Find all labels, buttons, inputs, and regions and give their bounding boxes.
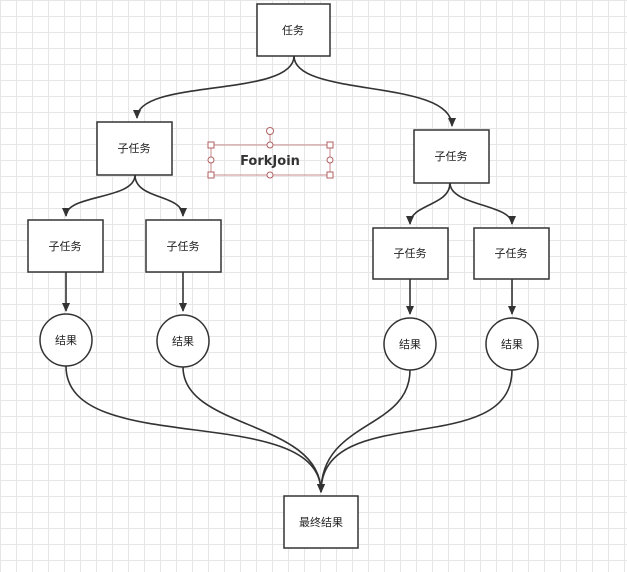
node-result-2-circle[interactable]: [156, 314, 210, 368]
node-root-label: 任务: [282, 24, 304, 37]
node-result-3-circle[interactable]: [383, 317, 437, 371]
node-final-label: 最终结果: [299, 515, 343, 529]
edge-sub-left-leaf-1: [62, 174, 136, 217]
resize-handle-bottom-right[interactable]: [326, 171, 334, 179]
edge-result-3-final: [317, 369, 411, 493]
node-result-1-circle[interactable]: [39, 313, 93, 367]
node-leaf-1-label: 子任务: [49, 240, 82, 253]
resize-handle-bottom-left[interactable]: [207, 171, 215, 179]
node-result-3-label: 结果: [399, 338, 421, 351]
node-sub-right-label: 子任务: [435, 150, 468, 163]
node-leaf-3-box[interactable]: [372, 227, 449, 280]
node-leaf-4-box[interactable]: [473, 227, 550, 280]
resize-handle-top-right[interactable]: [326, 141, 334, 149]
edge-sub-left-leaf-2: [134, 174, 187, 217]
node-result-4-circle[interactable]: [485, 317, 539, 371]
node-final-box[interactable]: [283, 495, 359, 549]
resize-handle-top-left[interactable]: [207, 141, 215, 149]
edge-root-sub-right: [293, 55, 456, 127]
node-leaf-2-box[interactable]: [145, 219, 222, 273]
rotate-handle[interactable]: [266, 127, 274, 135]
forkjoin-label: ForkJoin: [240, 154, 300, 169]
node-root-box[interactable]: [256, 3, 331, 57]
node-result-2-label: 结果: [172, 335, 194, 348]
resize-handle-bottom[interactable]: [266, 171, 274, 179]
node-leaf-1-box[interactable]: [27, 219, 104, 273]
connectors: [62, 55, 516, 493]
node-leaf-2-label: 子任务: [167, 240, 200, 253]
forkjoin-selection[interactable]: ForkJoin: [207, 127, 334, 179]
node-sub-left-label: 子任务: [118, 142, 151, 155]
edge-sub-right-leaf-3: [406, 182, 451, 225]
node-result-4-label: 结果: [501, 338, 523, 351]
edge-sub-right-leaf-4: [449, 182, 516, 225]
node-leaf-4-label: 子任务: [495, 247, 528, 260]
edge-result-1-final: [65, 365, 325, 493]
node-sub-right-box[interactable]: [413, 129, 490, 184]
node-result-1-label: 结果: [55, 334, 77, 347]
edge-root-sub-left: [133, 55, 295, 119]
edge-result-4-final: [317, 369, 513, 493]
edge-result-2-final: [182, 366, 325, 493]
node-sub-left-box[interactable]: [96, 121, 173, 176]
resize-handle-top[interactable]: [266, 141, 274, 149]
node-leaf-3-label: 子任务: [394, 247, 427, 260]
resize-handle-left[interactable]: [207, 156, 215, 164]
resize-handle-right[interactable]: [326, 156, 334, 164]
